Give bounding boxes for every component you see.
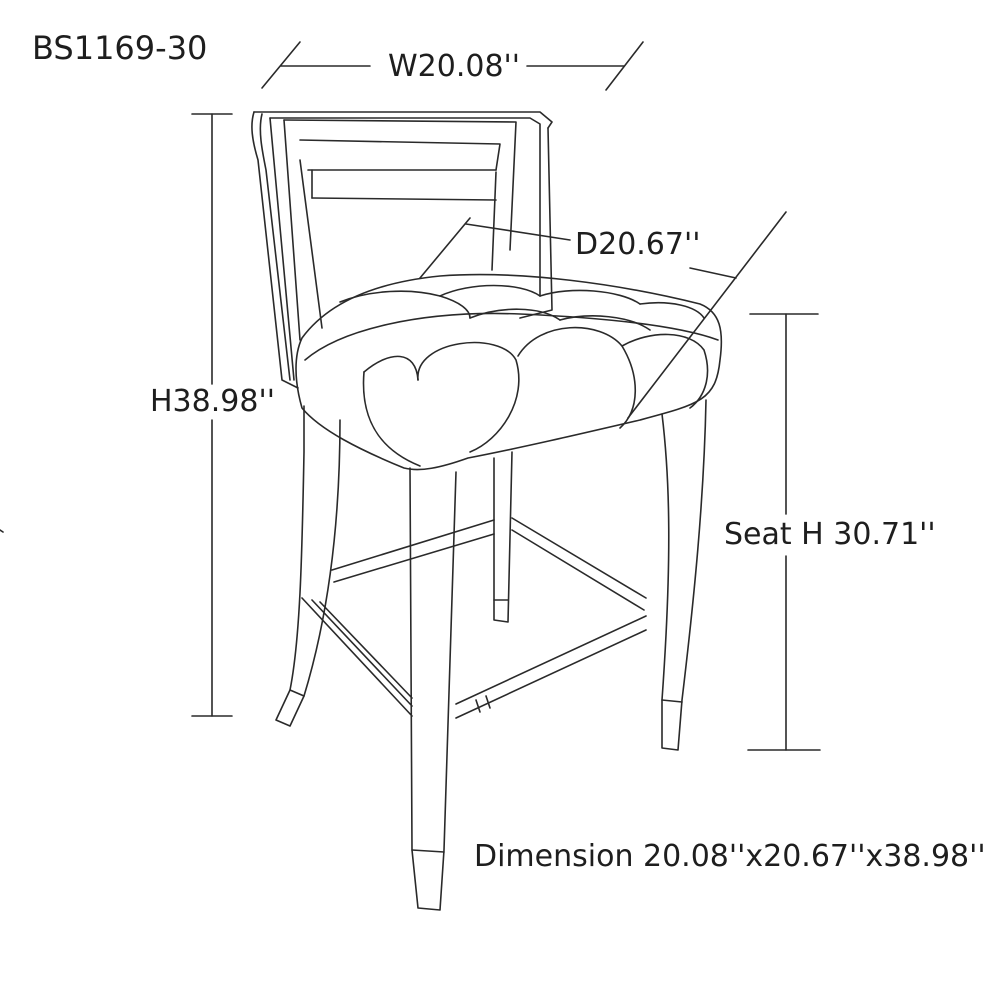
back-left-leg (275, 405, 341, 727)
height-dimension-line (191, 113, 233, 717)
depth-dimension-line (419, 211, 787, 419)
height-label: H38.98'' (150, 384, 275, 419)
depth-label: D20.67'' (575, 227, 701, 262)
seat-height-dimension-line (747, 313, 821, 751)
back-right-leg (493, 451, 513, 623)
seat-cushion (295, 273, 723, 471)
seat-height-label: Seat H 30.71'' (724, 517, 936, 552)
backrest (251, 111, 553, 389)
model-number: BS1169-30 (32, 29, 208, 67)
width-label: W20.08'' (388, 49, 521, 84)
width-dimension-line (261, 41, 644, 91)
stretchers (301, 517, 647, 719)
stray-mark (0, 529, 4, 533)
front-right-leg (661, 399, 707, 751)
dimension-summary: Dimension 20.08''x20.67''x38.98'' (474, 839, 986, 874)
front-left-leg (409, 467, 457, 911)
